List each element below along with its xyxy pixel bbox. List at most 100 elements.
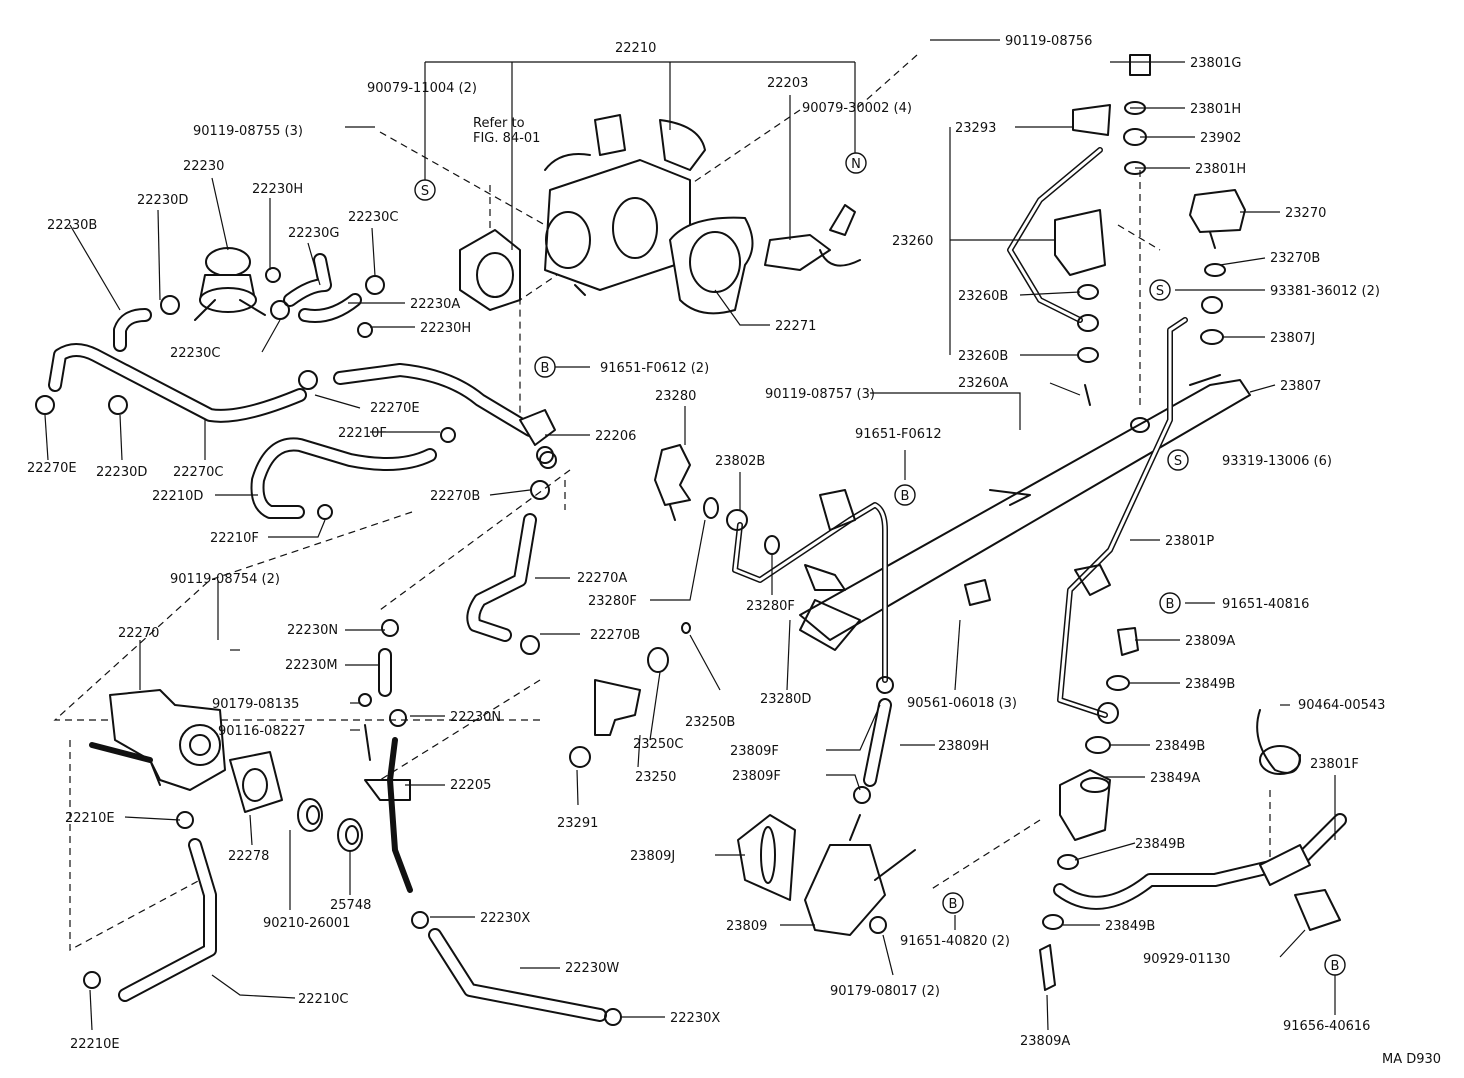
- label-23801G: 23801G: [1190, 56, 1241, 71]
- label-22230H-mid: 22230H: [420, 321, 471, 336]
- label-93319-13006: 93319-13006 (6): [1222, 454, 1332, 469]
- fuel-pressure-sensor-23270: [1072, 54, 1246, 277]
- ref-b-pipe: B: [1159, 592, 1181, 614]
- label-22203: 22203: [767, 76, 808, 91]
- throttle-body-gasket: [669, 216, 754, 315]
- ref-s-delivery: S: [1167, 449, 1189, 471]
- label-22230W: 22230W: [565, 961, 619, 976]
- svg-text:B: B: [1331, 959, 1340, 974]
- ref-b-damper: B: [942, 892, 964, 914]
- label-23849B-2: 23849B: [1155, 739, 1205, 754]
- label-23250C: 23250C: [633, 737, 683, 752]
- svg-text:B: B: [901, 489, 910, 504]
- union-22206: [519, 409, 557, 469]
- svg-text:S: S: [1156, 284, 1164, 299]
- fuel-hose-23801F: [1053, 709, 1347, 931]
- label-22230H-top: 22230H: [252, 182, 303, 197]
- reference-markers: S N B B S S B B: [414, 152, 1346, 976]
- label-23809A-low: 23809A: [1020, 1034, 1070, 1049]
- fuel-pipes-right: [726, 317, 1188, 724]
- label-22230C-mid: 22230C: [170, 346, 220, 361]
- ref-b-union: B: [534, 356, 556, 378]
- label-23291: 23291: [557, 816, 598, 831]
- label-refer-to: Refer to: [473, 116, 525, 131]
- label-23260: 23260: [892, 234, 933, 249]
- label-23902: 23902: [1200, 131, 1241, 146]
- label-23280F-right: 23280F: [746, 599, 795, 614]
- air-valve-bracket-22203: [764, 204, 861, 271]
- label-90079-30002: 90079-30002 (4): [802, 101, 912, 116]
- svg-text:B: B: [541, 361, 550, 376]
- label-25748: 25748: [330, 898, 371, 913]
- label-91651-F0612-2: 91651-F0612 (2): [600, 361, 709, 376]
- idle-air-valve-22230: [194, 247, 266, 321]
- ref-s-vsv: S: [1149, 279, 1171, 301]
- hose-clamps-left: [35, 267, 554, 655]
- label-91651-40820: 91651-40820 (2): [900, 934, 1010, 949]
- label-23802B: 23802B: [715, 454, 765, 469]
- label-22230N-top: 22230N: [287, 623, 338, 638]
- vsv-23260: [1007, 147, 1224, 406]
- label-22206: 22206: [595, 429, 636, 444]
- label-23801H-low: 23801H: [1195, 162, 1246, 177]
- label-22230: 22230: [183, 159, 224, 174]
- label-23807: 23807: [1280, 379, 1321, 394]
- label-93381-36012: 93381-36012 (2): [1270, 284, 1380, 299]
- label-fig-84-01: FIG. 84-01: [473, 131, 540, 146]
- label-23849A: 23849A: [1150, 771, 1200, 786]
- fuel-pump-23809: [737, 579, 991, 936]
- label-22270: 22270: [118, 626, 159, 641]
- ref-b-regulator: B: [894, 484, 916, 506]
- label-90079-11004: 90079-11004 (2): [367, 81, 477, 96]
- label-22210F-top: 22210F: [338, 426, 387, 441]
- label-23250: 23250: [635, 770, 676, 785]
- label-22230B: 22230B: [47, 218, 97, 233]
- label-22270E-left: 22270E: [27, 461, 77, 476]
- label-23250B: 23250B: [685, 715, 735, 730]
- label-22230D-top: 22230D: [137, 193, 188, 208]
- label-22210F-low: 22210F: [210, 531, 259, 546]
- throttle-body: [544, 114, 706, 296]
- label-23801H-top: 23801H: [1190, 102, 1241, 117]
- label-23280: 23280: [655, 389, 696, 404]
- svg-text:S: S: [1174, 454, 1182, 469]
- gasket-22278: [229, 751, 283, 813]
- label-23849B-3: 23849B: [1135, 837, 1185, 852]
- label-23807J: 23807J: [1270, 331, 1315, 346]
- ref-b-hose: B: [1324, 954, 1346, 976]
- label-91656-40616: 91656-40616: [1283, 1019, 1370, 1034]
- label-22270E-right: 22270E: [370, 401, 420, 416]
- label-23260B-top: 23260B: [958, 289, 1008, 304]
- ref-s-throttle: S: [414, 179, 436, 201]
- label-90119-08754: 90119-08754 (2): [170, 572, 280, 587]
- label-23270: 23270: [1285, 206, 1326, 221]
- label-22270B-top: 22270B: [430, 489, 480, 504]
- label-23260B-low: 23260B: [958, 349, 1008, 364]
- bracket-22205: [364, 737, 413, 893]
- label-23260A: 23260A: [958, 376, 1008, 391]
- drawing-code: MA D930: [1382, 1052, 1441, 1067]
- label-22230C-top: 22230C: [348, 210, 398, 225]
- grommets-22230: [297, 619, 407, 852]
- label-23801F: 23801F: [1310, 757, 1359, 772]
- label-90119-08756: 90119-08756: [1005, 34, 1092, 49]
- label-22230G: 22230G: [288, 226, 339, 241]
- label-22230M: 22230M: [285, 658, 338, 673]
- svg-text:B: B: [949, 897, 958, 912]
- label-22230A: 22230A: [410, 297, 460, 312]
- label-22230X-low: 22230X: [670, 1011, 720, 1026]
- label-22210D: 22210D: [152, 489, 203, 504]
- label-23280F-left: 23280F: [588, 594, 637, 609]
- label-23801P: 23801P: [1165, 534, 1214, 549]
- label-22230N-low: 22230N: [450, 710, 501, 725]
- fuel-delivery-pipe-23807: [799, 374, 1251, 651]
- label-22270C: 22270C: [173, 465, 223, 480]
- label-23849B-4: 23849B: [1105, 919, 1155, 934]
- label-22278: 22278: [228, 849, 269, 864]
- label-23809F-low: 23809F: [732, 769, 781, 784]
- label-90116-08227: 90116-08227: [218, 724, 305, 739]
- label-22271: 22271: [775, 319, 816, 334]
- label-90119-08757: 90119-08757 (3): [765, 387, 875, 402]
- label-23809A-top: 23809A: [1185, 634, 1235, 649]
